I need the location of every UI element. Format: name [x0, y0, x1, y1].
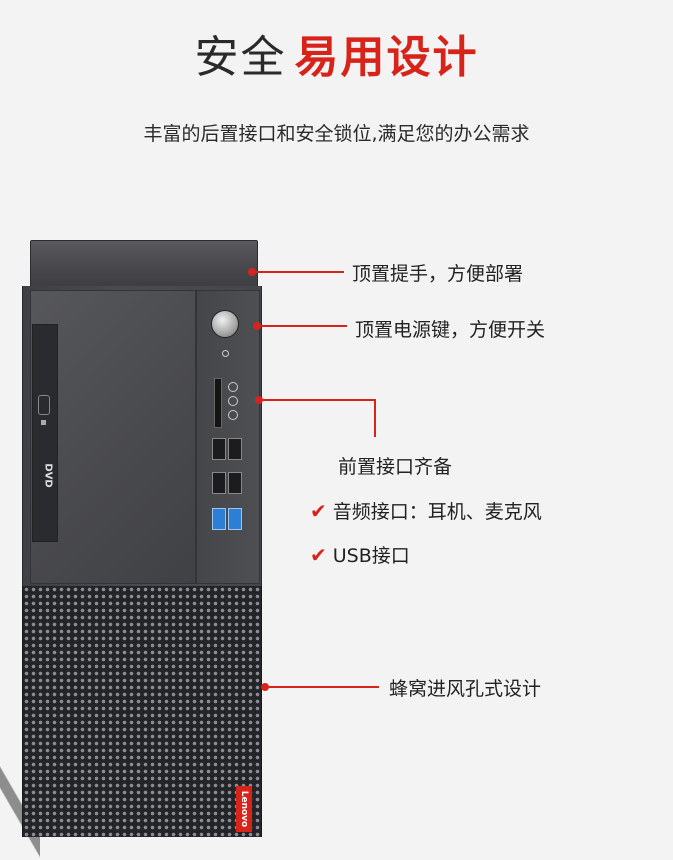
- usb-port-icon: [228, 472, 242, 494]
- checkmark-icon: ✔: [310, 543, 327, 567]
- callout-line: [261, 325, 347, 327]
- usb-port-icon: [212, 472, 226, 494]
- callout-dot: [255, 396, 263, 404]
- card-reader-slot: [214, 378, 222, 428]
- callout-line: [269, 686, 379, 688]
- callout-vent: 蜂窝进风孔式设计: [389, 678, 542, 700]
- usb-port-icon: [228, 438, 242, 460]
- top-handle: [30, 240, 258, 288]
- headphone-jack-icon: [228, 382, 238, 392]
- callout-line: [256, 271, 344, 273]
- callout-line: [263, 399, 375, 401]
- drive-led-icon: [41, 420, 46, 425]
- brand-logo: Lenovo: [239, 790, 250, 828]
- power-led-icon: [222, 350, 229, 357]
- callout-usb-row: ✔USB接口: [310, 541, 410, 568]
- callout-power: 顶置电源键，方便开关: [355, 319, 546, 341]
- brand-badge: Lenovo: [236, 786, 252, 832]
- optical-drive: [32, 324, 58, 542]
- mic-jack-icon: [228, 396, 238, 406]
- front-io-panel: [196, 290, 260, 584]
- usb3-port-icon: [212, 508, 226, 530]
- title-part2: 易用设计: [294, 32, 479, 83]
- callout-handle: 顶置提手，方便部署: [352, 263, 524, 285]
- callout-front-io: 前置接口齐备: [338, 456, 453, 478]
- callout-dot: [253, 322, 261, 330]
- callout-dot: [248, 268, 256, 276]
- usb3-port-icon: [228, 508, 242, 530]
- page-title: 安全易用设计: [0, 30, 673, 86]
- callout-line: [374, 399, 376, 437]
- dvd-logo: DVD: [42, 463, 54, 488]
- power-button-icon: [211, 310, 239, 338]
- subtitle: 丰富的后置接口和安全锁位,满足您的办公需求: [143, 123, 530, 145]
- eject-button-icon: [38, 395, 50, 415]
- audio-jack-icon: [228, 410, 238, 420]
- desktop-tower-image: DVD Lenovo: [0, 240, 262, 860]
- callout-dot: [261, 683, 269, 691]
- checkmark-icon: ✔: [310, 499, 327, 523]
- callout-audio: 音频接口：耳机、麦克风: [332, 501, 542, 523]
- usb-port-icon: [212, 438, 226, 460]
- title-part1: 安全: [194, 32, 287, 83]
- honeycomb-vent: [22, 586, 262, 837]
- callout-audio-row: ✔音频接口：耳机、麦克风: [310, 497, 542, 524]
- callout-usb: USB接口: [332, 545, 410, 567]
